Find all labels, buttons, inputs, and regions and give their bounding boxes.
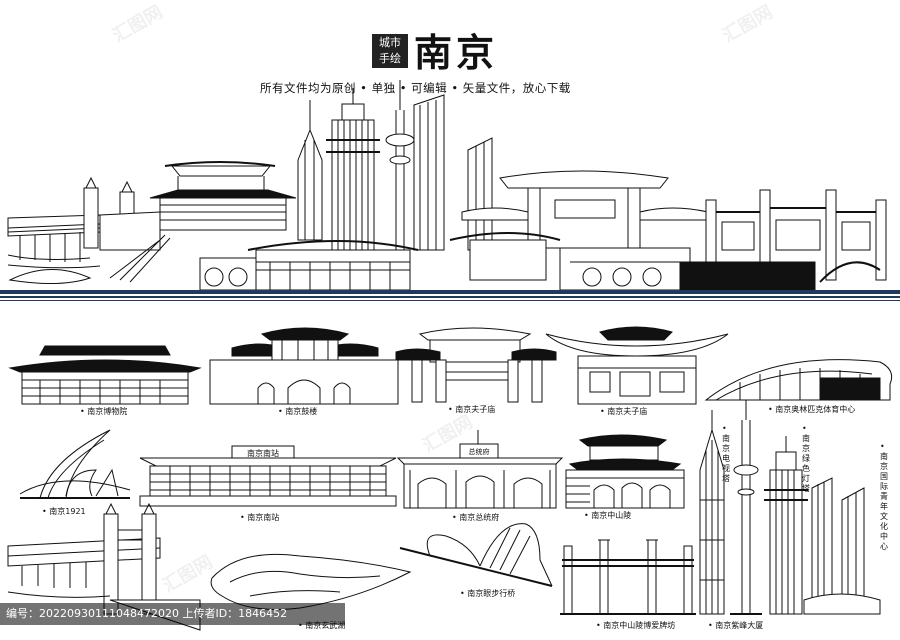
- city-hand-drawn-badge: 城市 手绘: [372, 34, 408, 68]
- caption-museum: • 南京博物院: [80, 407, 128, 416]
- caption-tv-tower: • 南京电视塔: [722, 424, 730, 483]
- caption-n1921: • 南京1921: [42, 507, 86, 516]
- xuanwu-lake-drawing: [210, 553, 412, 610]
- green-lighthouse-drawing: [764, 436, 808, 615]
- caption-fuzimiao-gate: • 南京夫子庙: [448, 405, 496, 414]
- olympic-center-drawing: [704, 359, 893, 401]
- eye-bridge-drawing: [399, 523, 553, 587]
- zifeng-tower-drawing: [699, 410, 725, 615]
- drum-tower-drawing: [209, 327, 399, 405]
- page-subtitle: 所有文件均为原创 • 单独 • 可编辑 • 矢量文件，放心下载: [260, 81, 571, 95]
- fuzimiao-hall-drawing: [545, 326, 729, 405]
- tv-tower-drawing: [730, 400, 762, 615]
- caption-drum-tower: • 南京鼓楼: [278, 407, 318, 416]
- skyline-panorama: [7, 80, 887, 291]
- youth-cultural-center-drawing: [803, 477, 881, 615]
- caption-south-station: • 南京南站: [240, 513, 280, 522]
- caption-memorial-arch: • 南京中山陵博爱牌坊: [596, 621, 676, 630]
- fuzimiao-gate-drawing: [395, 327, 557, 403]
- n1921-sculpture-drawing: [19, 429, 131, 499]
- caption-eye-bridge: • 南京眼步行桥: [460, 589, 516, 598]
- caption-presidential-palace: • 南京总统府: [452, 513, 500, 522]
- sun-yatsen-mausoleum-drawing: [565, 434, 685, 509]
- page-title: 南京: [414, 30, 499, 75]
- yangtze-bridge-drawing: [7, 502, 201, 631]
- museum-drawing: [8, 345, 202, 405]
- caption-zifeng: • 南京紫峰大厦: [708, 621, 764, 630]
- presidential-palace-drawing: [396, 430, 564, 509]
- caption-olympic-center: • 南京奥林匹克体育中心: [768, 405, 856, 414]
- memorial-arch-drawing: [560, 539, 696, 615]
- caption-xuanwu-lake: • 南京玄武湖: [298, 621, 346, 630]
- caption-fuzimiao-hall: • 南京夫子庙: [600, 407, 648, 416]
- south-station-drawing: [139, 445, 397, 507]
- caption-sun-yatsen: • 南京中山陵: [584, 511, 632, 520]
- presidential-palace-sign: 总统府: [469, 447, 490, 456]
- south-station-sign: 南京南站: [247, 448, 279, 458]
- footer-bar: 编号：20220930111048472020 上传者ID：1846452: [0, 603, 345, 625]
- caption-green-lighthouse: • 南京绿色灯塔: [802, 424, 810, 493]
- caption-youth-center: • 南京国际青年文化中心: [880, 442, 888, 551]
